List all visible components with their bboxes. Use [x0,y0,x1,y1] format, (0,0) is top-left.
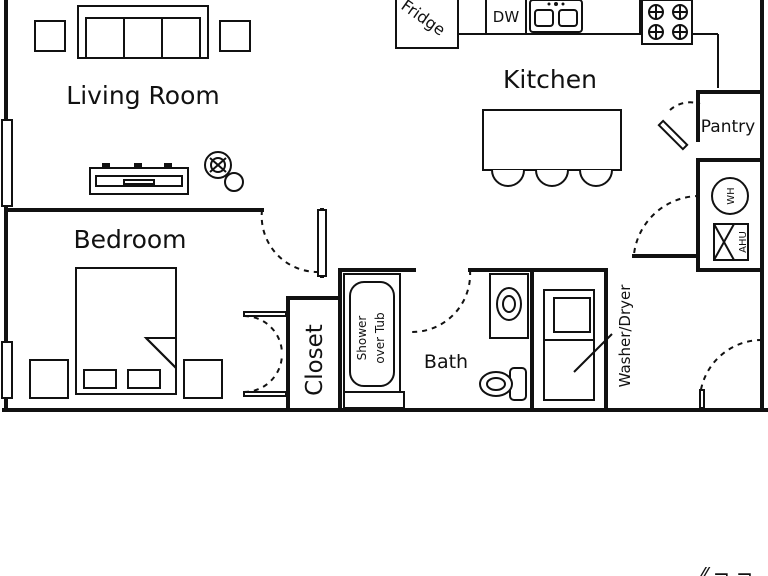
kitchen-sink [529,0,583,33]
closet-doors [243,311,287,397]
pantry-door [657,101,701,151]
bed [75,267,177,395]
fridge: Fridge [395,0,459,49]
bath-sink [489,273,529,339]
water-heater-label: WH [726,187,737,204]
air-handler: AHU [713,223,749,261]
bath-label: Bath [424,351,468,373]
bathtub [343,273,405,409]
tv-console [89,163,189,195]
stove [641,0,693,45]
interior-walls [4,90,764,412]
side-table-left [34,20,66,52]
shower-label-line1: Shower [355,316,369,361]
pantry-label: Pantry [701,117,755,137]
bedroom-door-swing [260,209,319,274]
entry-door-jamb [699,389,705,409]
dishwasher: DW [485,0,527,35]
shower-label-line2: over Tub [373,312,387,363]
living-window [1,119,13,207]
mech-door-swing [633,194,701,255]
toilet [479,367,527,401]
bedroom-window [1,341,13,399]
side-table-right [219,20,251,52]
bath-door-swing [411,269,472,334]
steering-wheel-icon [204,151,244,192]
washer-dryer-label: Washer/Dryer [616,284,634,388]
water-heater: WH [711,177,749,215]
bedroom-label: Bedroom [73,225,186,254]
dishwasher-label: DW [493,8,520,26]
nightstand-right [183,359,223,399]
air-handler-label: AHU [738,231,749,253]
footer-partial-text: ⁄⁄ ¬ ¬ [696,563,753,576]
kitchen-label: Kitchen [503,65,597,94]
closet-label: Closet [302,324,328,396]
living-room-label: Living Room [66,81,219,110]
sofa [77,5,209,59]
kitchen-island [482,109,622,187]
washer-dryer [543,289,613,401]
entry-door-swing [699,338,763,397]
nightstand-left [29,359,69,399]
